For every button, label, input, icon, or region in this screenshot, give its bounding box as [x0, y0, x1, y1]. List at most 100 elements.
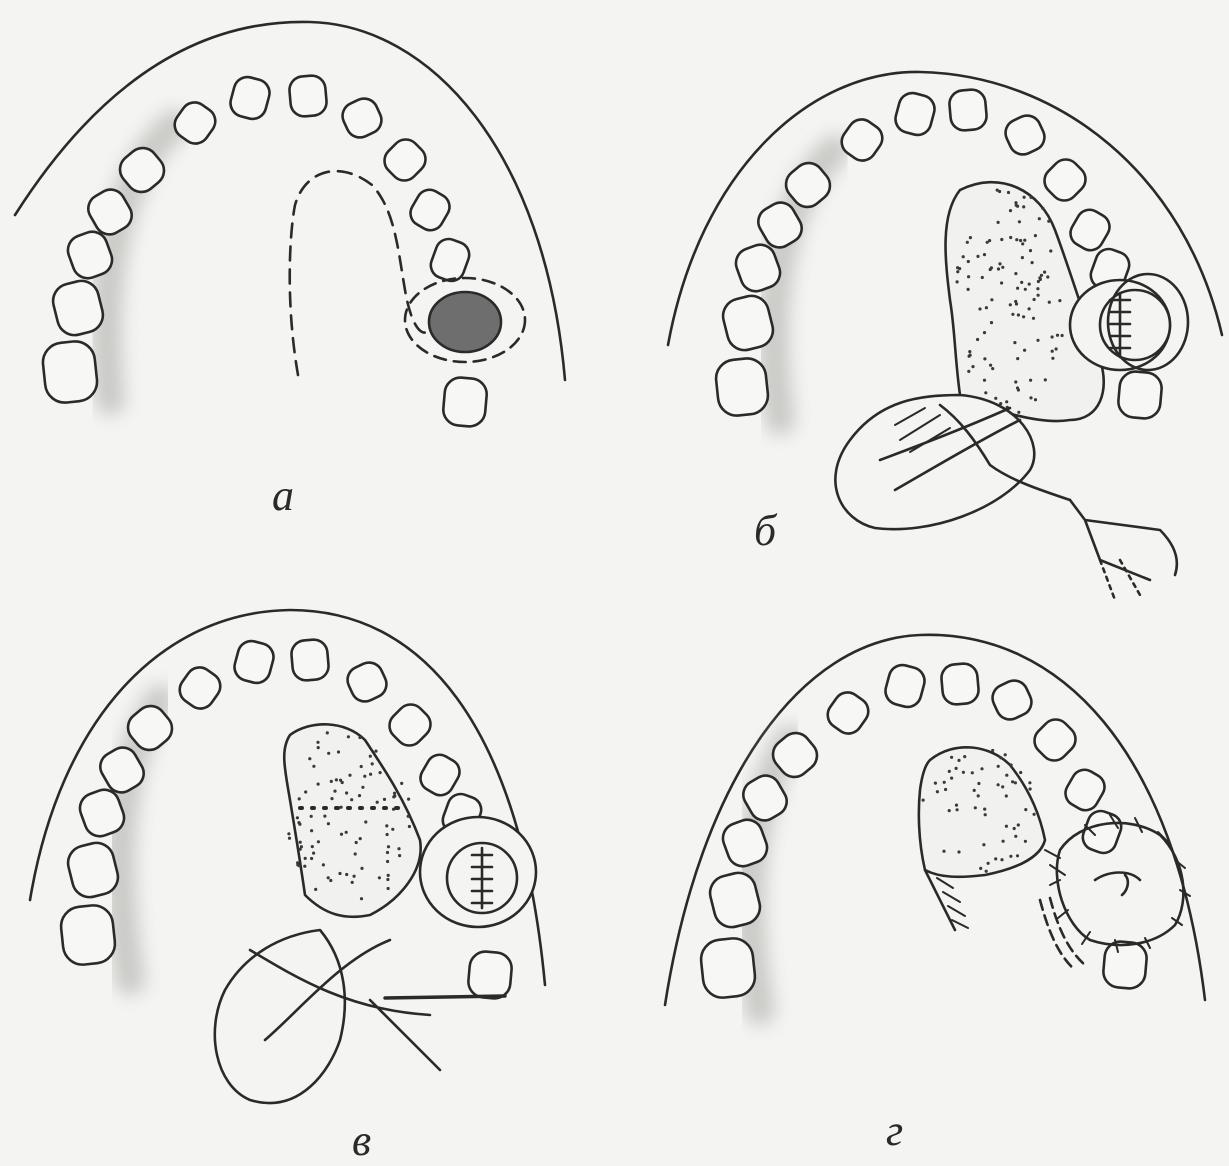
stipple-dot	[397, 847, 400, 850]
stipple-dot	[955, 767, 958, 770]
stipple-dot	[976, 338, 979, 341]
tooth	[714, 357, 770, 418]
stipple-dot	[982, 843, 985, 846]
stipple-dot	[957, 850, 960, 853]
stipple-dot	[983, 808, 986, 811]
panel-g-closed-defect	[1057, 823, 1184, 945]
stipple-dot	[994, 397, 997, 400]
stipple-dot	[1024, 288, 1027, 291]
tooth	[288, 75, 327, 118]
stipple-dot	[1049, 249, 1052, 252]
stipple-dot	[387, 887, 390, 890]
stipple-dot	[1038, 217, 1041, 220]
stipple-dot	[950, 756, 953, 759]
stipple-dot	[330, 797, 333, 800]
tooth	[41, 339, 99, 404]
stipple-dot	[944, 788, 947, 791]
stipple-dot	[950, 777, 953, 780]
stipple-dot	[329, 879, 332, 882]
stipple-dot	[312, 852, 315, 855]
stipple-dot	[1044, 378, 1047, 381]
tooth	[290, 639, 329, 682]
stipple-dot	[348, 774, 351, 777]
stipple-dot	[374, 750, 377, 753]
stipple-dot	[364, 820, 367, 823]
stipple-dot	[376, 801, 379, 804]
stipple-dot	[385, 824, 388, 827]
stipple-dot	[1011, 780, 1014, 783]
stipple-dot	[942, 850, 945, 853]
tooth	[442, 376, 488, 427]
stipple-dot	[1000, 238, 1003, 241]
stipple-dot	[1005, 794, 1008, 797]
stipple-dot	[1009, 236, 1012, 239]
stipple-dot	[1017, 313, 1020, 316]
stipple-dot	[956, 270, 959, 273]
tooth	[940, 663, 979, 706]
stipple-dot	[990, 298, 993, 301]
panel-g-flap-margin-double	[1040, 898, 1085, 970]
stipple-dot	[358, 736, 361, 739]
tooth	[231, 638, 276, 686]
stipple-dot	[1005, 774, 1008, 777]
stipple-dot	[310, 829, 313, 832]
stipple-dot	[997, 765, 1000, 768]
stipple-dot	[1023, 239, 1026, 242]
stipple-dot	[363, 775, 366, 778]
stipple-dot	[1020, 281, 1023, 284]
tooth	[174, 662, 225, 714]
stipple-dot	[1028, 781, 1031, 784]
panel-v-palatal-flap	[284, 724, 420, 916]
stipple-dot	[297, 821, 300, 824]
panel-g-palatal-flap	[919, 747, 1045, 877]
tooth	[1117, 370, 1163, 419]
stipple-dot	[943, 781, 946, 784]
stipple-dot	[967, 260, 970, 263]
tooth	[1001, 111, 1049, 159]
stipple-dot	[1043, 271, 1046, 274]
tooth	[338, 94, 386, 142]
stipple-dot	[1028, 307, 1031, 310]
stipple-dot	[1019, 771, 1022, 774]
stipple-dot	[326, 731, 329, 734]
stipple-dot	[369, 755, 372, 758]
stipple-dot	[327, 876, 330, 879]
stipple-dot	[977, 794, 980, 797]
stipple-dot	[1033, 298, 1036, 301]
stipple-dot	[340, 806, 343, 809]
stipple-dot	[997, 783, 1000, 786]
stipple-dot	[407, 798, 410, 801]
stipple-dot	[1015, 238, 1018, 241]
stipple-dot	[999, 756, 1002, 759]
stipple-dot	[1029, 396, 1032, 399]
stipple-dot	[327, 822, 330, 825]
stipple-dot	[358, 794, 361, 797]
stipple-dot	[1014, 300, 1017, 303]
tooth	[1061, 765, 1109, 815]
panel-label-a: а	[272, 471, 294, 520]
stipple-dot	[1014, 835, 1017, 838]
stipple-dot	[350, 798, 353, 801]
stipple-dot	[990, 321, 993, 324]
stipple-dot	[353, 875, 356, 878]
stipple-dot	[322, 863, 325, 866]
stipple-dot	[317, 840, 320, 843]
stipple-dot	[360, 897, 363, 900]
stipple-dot	[1056, 334, 1059, 337]
stipple-dot	[1009, 303, 1012, 306]
stipple-dot	[998, 190, 1001, 193]
tooth	[822, 687, 873, 739]
tooth	[988, 676, 1036, 724]
stipple-dot	[1007, 191, 1010, 194]
stipple-dot	[360, 765, 363, 768]
stipple-dot	[956, 280, 959, 283]
stipple-dot	[980, 767, 983, 770]
panel-b-diagram	[668, 72, 1222, 600]
stipple-dot	[1009, 855, 1012, 858]
stipple-dot	[984, 391, 987, 394]
panel-g-diagram	[665, 635, 1205, 1010]
stipple-dot	[948, 770, 951, 773]
stipple-dot	[345, 791, 348, 794]
stipple-dot	[296, 863, 299, 866]
stipple-dot	[345, 831, 348, 834]
